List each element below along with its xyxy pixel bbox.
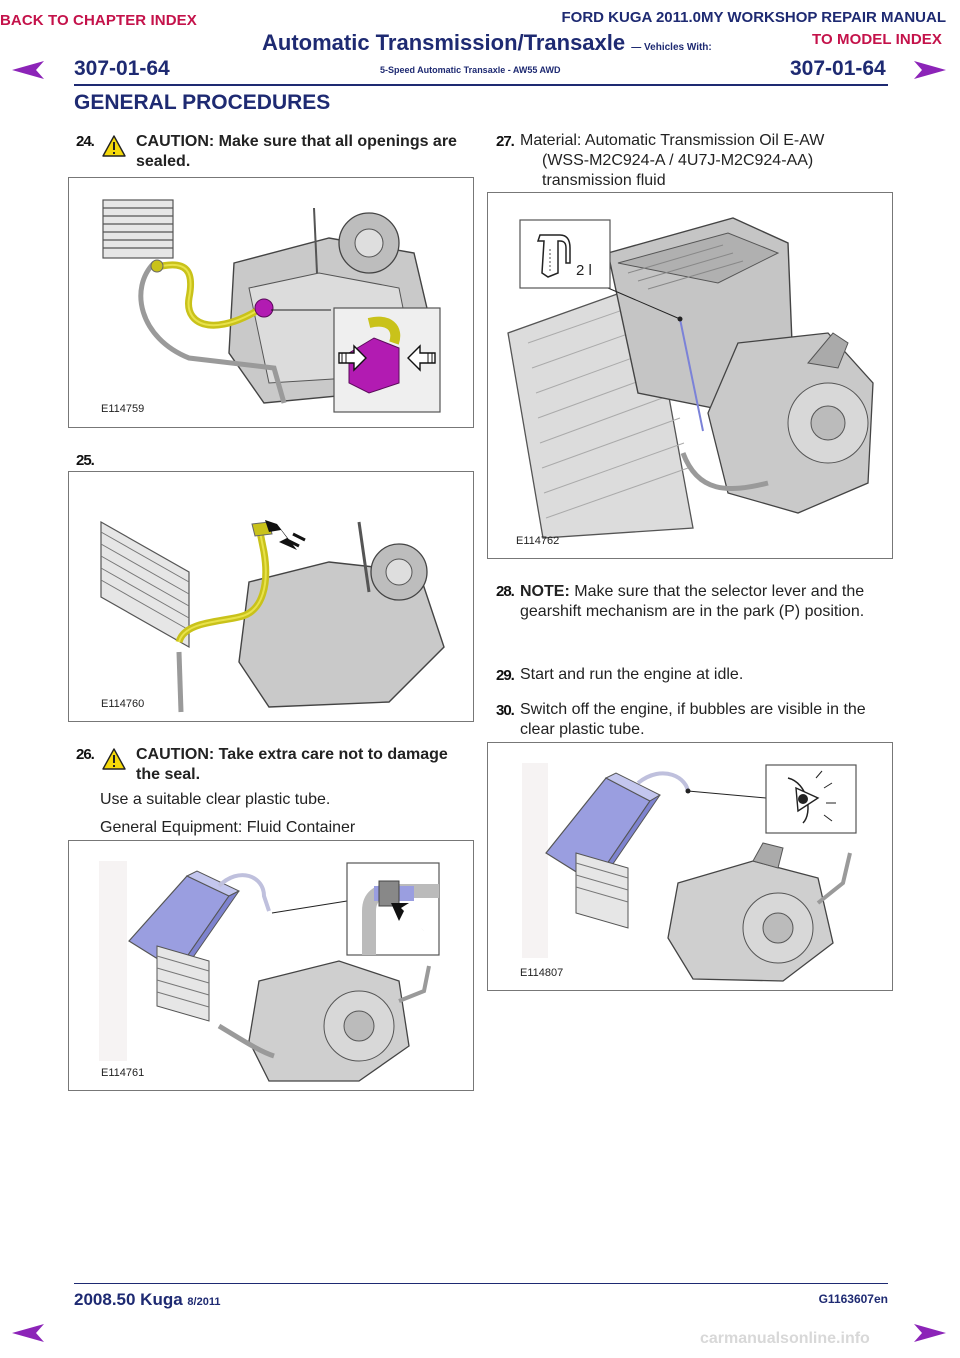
manual-title: FORD KUGA 2011.0MY WORKSHOP REPAIR MANUA… xyxy=(561,9,947,26)
figure-id-label: E114762 xyxy=(516,535,560,547)
step-29-number: 29. xyxy=(496,667,515,684)
previous-page-arrow-icon[interactable] xyxy=(10,1322,46,1344)
figure-id-label: E114807 xyxy=(520,967,564,979)
step-30-text: Switch off the engine, if bubbles are vi… xyxy=(520,701,866,738)
bubbles-in-tube-check-illustration xyxy=(522,763,857,982)
step-24-number: 24. xyxy=(76,133,95,150)
step-28-note-text: Make sure that the selector lever and th… xyxy=(520,583,865,620)
transaxle-cooler-lines-illustration xyxy=(102,199,441,413)
figure-e114761: E114761 xyxy=(68,840,474,1091)
step-27-text: Material: Automatic Transmission Oil E-A… xyxy=(520,132,825,189)
caution-warning-icon xyxy=(102,135,126,157)
step-28-text: NOTE: Make sure that the selector lever … xyxy=(520,582,880,622)
step-26-number: 26. xyxy=(76,746,95,763)
section-title: Automatic Transmission/Transaxle — Vehic… xyxy=(262,30,712,56)
step-26-caution: CAUTION: Take extra care not to damage t… xyxy=(136,746,448,783)
figure-e114760: E114760 xyxy=(68,471,474,722)
figure-e114759: E114759 xyxy=(68,177,474,428)
page-number-right: 307-01-64 xyxy=(790,57,886,80)
caution-warning-icon xyxy=(102,748,126,770)
step-25-number: 25. xyxy=(76,452,95,469)
step-26-text-tube: Use a suitable clear plastic tube. xyxy=(100,791,331,808)
watermark-text: carmanualsonline.info xyxy=(700,1330,870,1347)
next-page-arrow-icon[interactable] xyxy=(912,1322,948,1344)
figure-id-label: E114761 xyxy=(101,1067,145,1079)
footer-model: 2008.50 Kuga 8/2011 xyxy=(74,1290,220,1310)
engine-fill-transmission-fluid-illustration xyxy=(507,217,874,539)
chapter-heading: GENERAL PROCEDURES xyxy=(74,91,331,114)
step-30-number: 30. xyxy=(496,702,515,719)
back-to-chapter-index-link[interactable]: BACK TO CHAPTER INDEX xyxy=(0,12,197,29)
step-26-text-equipment: General Equipment: Fluid Container xyxy=(100,819,356,836)
cooler-return-line-illustration xyxy=(100,520,445,713)
fluid-volume-label: 2 l xyxy=(576,262,592,279)
footer-rule xyxy=(74,1283,888,1284)
step-24-caution: CAUTION: Make sure that all openings are… xyxy=(136,133,457,170)
footer-date: 8/2011 xyxy=(187,1296,221,1308)
note-label: NOTE: xyxy=(520,583,570,600)
to-model-index-link[interactable]: TO MODEL INDEX xyxy=(811,31,942,48)
figure-id-label: E114760 xyxy=(101,698,145,710)
next-page-arrow-icon[interactable] xyxy=(912,59,948,81)
section-title-text: Automatic Transmission/Transaxle xyxy=(262,30,626,55)
footer-model-name: 2008.50 Kuga xyxy=(74,1290,183,1309)
figure-e114807: E114807 xyxy=(487,742,893,991)
figure-e114762: 2 l E114762 xyxy=(487,192,893,559)
step-29-text: Start and run the engine at idle. xyxy=(520,666,744,683)
page-number-left: 307-01-64 xyxy=(74,57,170,80)
section-title-suffix: — Vehicles With: xyxy=(631,42,712,53)
section-subtitle: 5-Speed Automatic Transaxle - AW55 AWD xyxy=(380,65,561,75)
step-27-number: 27. xyxy=(496,133,515,150)
header-rule xyxy=(74,84,888,86)
figure-id-label: E114759 xyxy=(101,403,145,415)
footer-document-id: G1163607en xyxy=(818,1292,888,1306)
fluid-container-tube-illustration xyxy=(99,861,440,1082)
previous-page-arrow-icon[interactable] xyxy=(10,59,46,81)
step-28-number: 28. xyxy=(496,583,515,600)
